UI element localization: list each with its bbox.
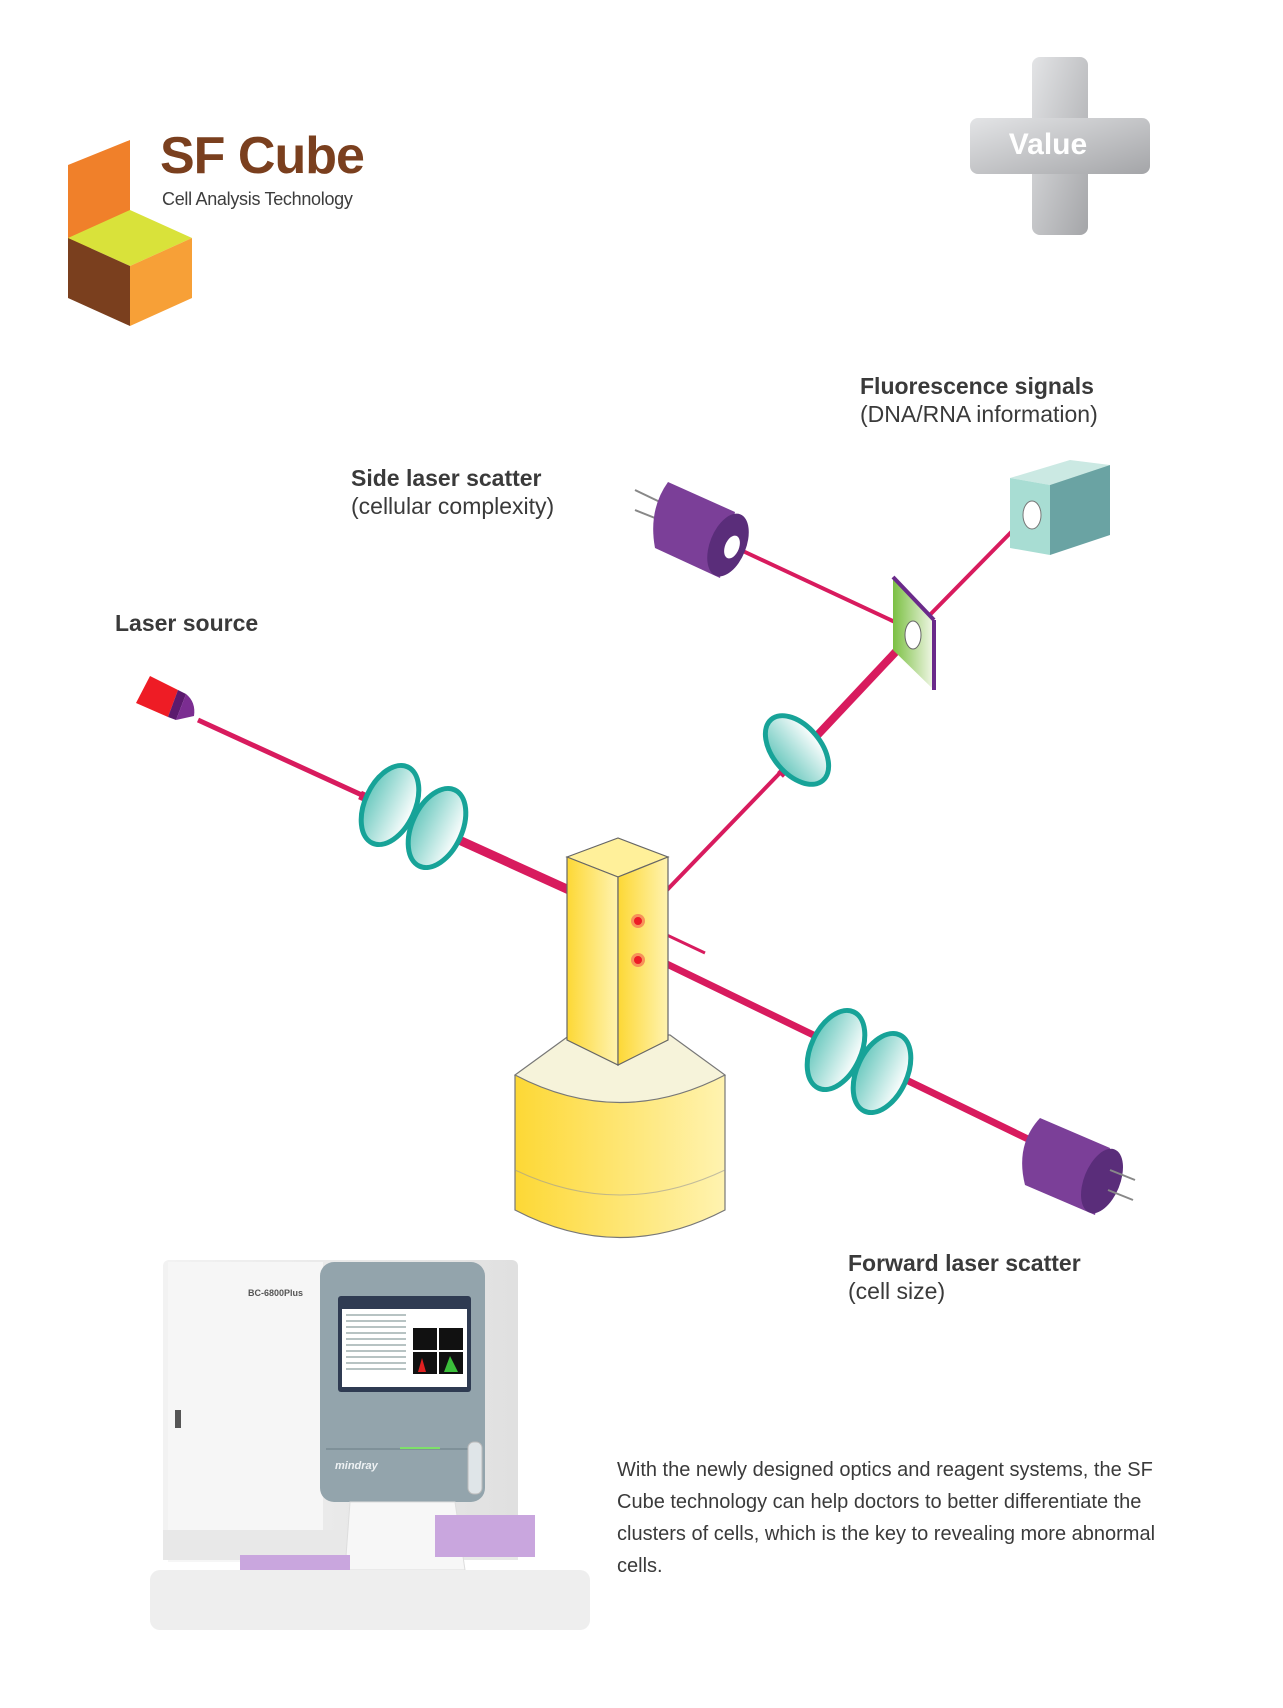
device-model-label: BC-6800Plus	[248, 1288, 304, 1298]
label-fluorescence: Fluorescence signals (DNA/RNA informatio…	[860, 373, 1098, 428]
laser-source-icon	[136, 676, 195, 720]
analyzer-device-image	[150, 1260, 590, 1630]
label-laser-source: Laser source	[115, 610, 258, 638]
label-fluorescence-title: Fluorescence signals	[860, 373, 1094, 399]
forward-scatter-detector-icon	[1022, 1118, 1136, 1215]
value-badge-label: Value	[1008, 128, 1088, 161]
description-text: With the newly designed optics and reage…	[617, 1459, 1156, 1577]
dichroic-filter-icon	[891, 575, 936, 690]
label-fluorescence-subtitle: (DNA/RNA information)	[860, 400, 1098, 427]
logo-subtitle: Cell Analysis Technology	[162, 189, 353, 209]
label-forward-scatter-title: Forward laser scatter	[848, 1250, 1081, 1276]
flow-cell-base-icon	[513, 1034, 727, 1239]
flow-cell-icon	[565, 837, 670, 1066]
fluorescence-detector-icon	[1010, 460, 1110, 555]
label-forward-scatter: Forward laser scatter (cell size)	[848, 1250, 1081, 1305]
forward-lens-icon	[804, 1007, 914, 1116]
side-lens-icon	[762, 713, 832, 787]
focusing-lens-icon	[358, 762, 469, 871]
device-brand-label: mindray	[335, 1460, 378, 1472]
label-laser-source-title: Laser source	[115, 610, 259, 636]
logo-title: SF Cube	[160, 127, 365, 185]
side-scatter-detector-icon	[634, 482, 749, 578]
label-side-scatter-title: Side laser scatter	[351, 465, 542, 491]
label-side-scatter-subtitle: (cellular complexity)	[351, 492, 555, 519]
label-side-scatter: Side laser scatter (cellular complexity)	[351, 465, 554, 520]
plus-cross-icon	[970, 57, 1150, 235]
label-forward-scatter-subtitle: (cell size)	[848, 1277, 946, 1304]
sf-cube-logo-icon	[68, 140, 192, 326]
